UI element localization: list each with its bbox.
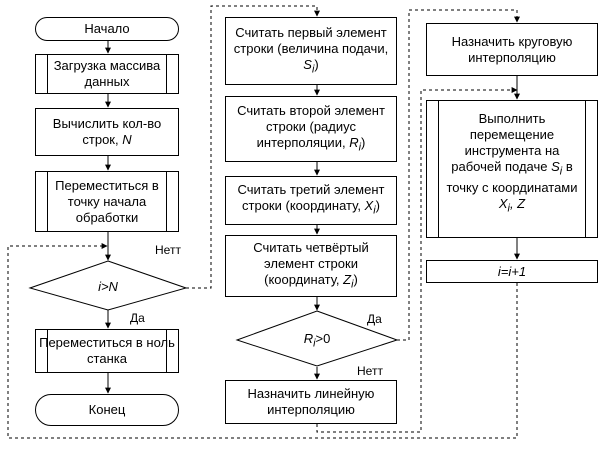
linear-interp-label: Назначить линейную интерполяцию [247, 386, 375, 417]
decision-i-gt-n-label: i>N [98, 279, 118, 294]
read-second-label: Считать второй элемент строки (радиус ин… [237, 102, 385, 150]
read-third-block: Считать третий элемент строки (координат… [225, 176, 397, 225]
decision-ri-gt-0 [235, 310, 399, 367]
circular-interp-block: Назначить круговую интерполяцию [426, 23, 598, 76]
move-tool-block: Выполнить перемещение инструмента на раб… [426, 100, 598, 238]
read-fourth-label: Считать четвёртый элемент строки (коорди… [253, 239, 369, 287]
decision2-yes-line [397, 9, 520, 341]
read-fourth-block: Считать четвёртый элемент строки (коорди… [225, 235, 397, 297]
loop-back-line [7, 243, 518, 439]
move-tool-label: Выполнить перемещение инструмента на раб… [451, 111, 560, 174]
decision2-no-label: Нетт [357, 364, 383, 378]
linear-interp-block: Назначить линейную интерполяцию [225, 380, 397, 424]
count-rows-block: Вычислить кол-во строк, N [35, 108, 179, 156]
increment-label: i=i+1 [497, 263, 527, 279]
linear-join-line [316, 87, 518, 433]
decision1-no-line [186, 5, 320, 289]
start-terminal: Начало [35, 17, 179, 41]
decision-i-gt-n [28, 260, 188, 311]
read-second-block: Считать второй элемент строки (радиус ин… [225, 96, 397, 162]
move-start-block: Переместиться в точку начала обработки [35, 171, 179, 232]
read-first-label: Считать первый элемент строки (величина … [233, 24, 389, 56]
count-rows-label: Вычислить кол-во строк, [52, 116, 162, 147]
end-label: Конец [88, 402, 126, 417]
decision1-no-label: Нетт [155, 243, 181, 257]
load-data-label: Загрузка массива данных [53, 58, 161, 89]
decision-ri-gt-0-label: Ri>0 [303, 331, 331, 350]
decision1-yes-label: Да [130, 311, 145, 325]
read-third-label: Считать третий элемент строки (координат… [237, 182, 385, 214]
increment-block: i=i+1 [426, 260, 598, 283]
decision2-yes-label: Да [367, 312, 382, 326]
move-zero-block: Переместиться в ноль станка [35, 329, 179, 373]
start-label: Начало [84, 21, 130, 36]
count-rows-var: N [122, 132, 132, 147]
load-data-block: Загрузка массива данных [35, 54, 179, 94]
circular-interp-label: Назначить круговую интерполяцию [451, 33, 573, 65]
move-zero-label: Переместиться в ноль станка [39, 335, 175, 366]
end-terminal: Конец [35, 394, 179, 426]
read-first-block: Считать первый элемент строки (величина … [225, 17, 397, 85]
move-start-label: Переместиться в точку начала обработки [55, 177, 159, 225]
